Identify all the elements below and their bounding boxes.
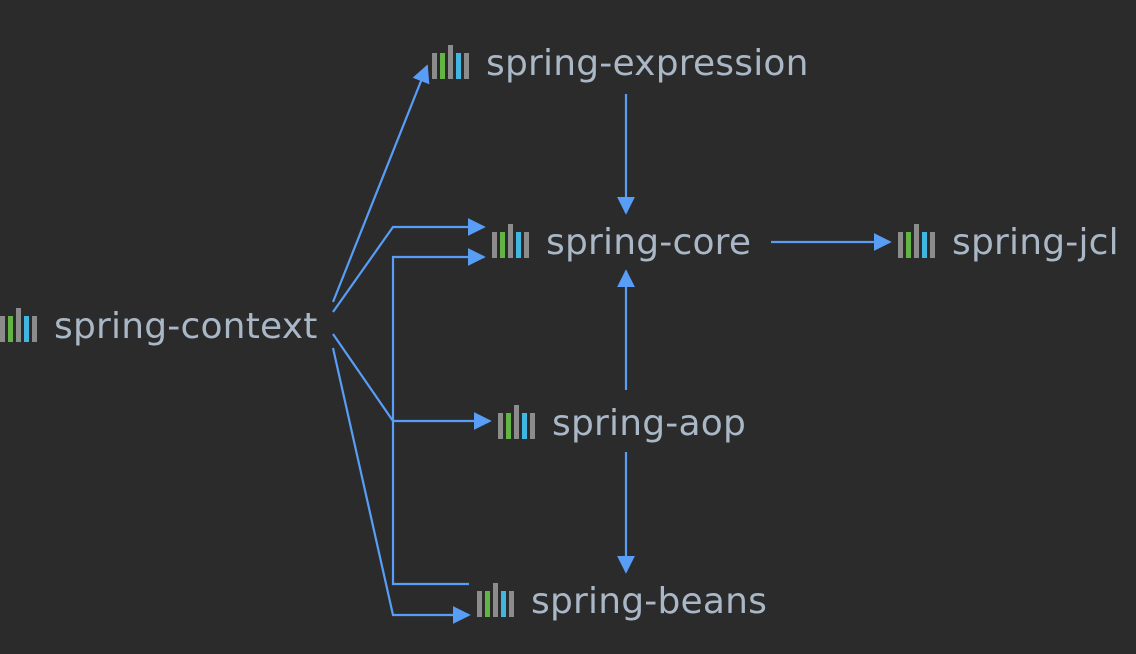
library-icon bbox=[0, 308, 40, 346]
node-spring-jcl[interactable]: spring-jcl bbox=[898, 221, 1119, 265]
icon-bar bbox=[493, 583, 498, 617]
icon-bar bbox=[514, 405, 519, 439]
icon-bar bbox=[24, 316, 29, 342]
icon-bar bbox=[506, 413, 511, 439]
library-icon-graphic bbox=[477, 583, 514, 617]
icon-bar bbox=[477, 591, 482, 617]
edge-spring-context-to-spring-expression bbox=[331, 64, 430, 303]
library-icon bbox=[898, 224, 938, 262]
library-icon bbox=[477, 583, 517, 621]
edge-spring-context-to-spring-aop bbox=[332, 333, 492, 430]
edge-spring-context-to-spring-core bbox=[332, 218, 486, 313]
icon-bar bbox=[485, 591, 490, 617]
library-icon bbox=[492, 224, 532, 262]
icon-bar bbox=[8, 316, 13, 342]
icon-bar bbox=[524, 232, 529, 258]
icon-bar bbox=[448, 45, 453, 79]
node-label: spring-aop bbox=[552, 403, 747, 444]
icon-bar bbox=[898, 232, 903, 258]
icon-bar bbox=[16, 308, 21, 342]
library-icon-graphic bbox=[498, 405, 535, 439]
library-icon bbox=[432, 45, 472, 83]
library-icon-graphic bbox=[492, 224, 529, 258]
library-icon-graphic bbox=[0, 308, 37, 342]
library-icon-graphic bbox=[898, 224, 935, 258]
icon-bar bbox=[501, 591, 506, 617]
node-spring-core[interactable]: spring-core bbox=[492, 221, 751, 265]
icon-bar bbox=[500, 232, 505, 258]
icon-bar bbox=[0, 316, 5, 342]
library-icon-graphic bbox=[432, 45, 469, 79]
node-spring-beans[interactable]: spring-beans bbox=[477, 580, 767, 624]
icon-bar bbox=[516, 232, 521, 258]
icon-bar bbox=[32, 316, 37, 342]
node-spring-context[interactable]: spring-context bbox=[0, 305, 318, 349]
node-spring-aop[interactable]: spring-aop bbox=[498, 402, 746, 446]
library-icon bbox=[498, 405, 538, 443]
icon-bar bbox=[922, 232, 927, 258]
icon-bar bbox=[464, 53, 469, 79]
icon-bar bbox=[930, 232, 935, 258]
node-label: spring-context bbox=[54, 306, 318, 347]
icon-bar bbox=[508, 224, 513, 258]
icon-bar bbox=[530, 413, 535, 439]
icon-bar bbox=[492, 232, 497, 258]
node-label: spring-jcl bbox=[952, 222, 1119, 263]
icon-bar bbox=[432, 53, 437, 79]
icon-bar bbox=[498, 413, 503, 439]
edge-spring-beans-to-spring-core bbox=[391, 248, 486, 586]
node-label: spring-core bbox=[546, 222, 752, 263]
icon-bar bbox=[456, 53, 461, 79]
node-label: spring-beans bbox=[531, 581, 768, 622]
node-label: spring-expression bbox=[486, 43, 809, 84]
node-spring-expression[interactable]: spring-expression bbox=[432, 42, 809, 86]
icon-bar bbox=[522, 413, 527, 439]
icon-bar bbox=[906, 232, 911, 258]
icon-bar bbox=[440, 53, 445, 79]
icon-bar bbox=[914, 224, 919, 258]
icon-bar bbox=[509, 591, 514, 617]
edge-spring-context-to-spring-beans bbox=[331, 347, 471, 624]
